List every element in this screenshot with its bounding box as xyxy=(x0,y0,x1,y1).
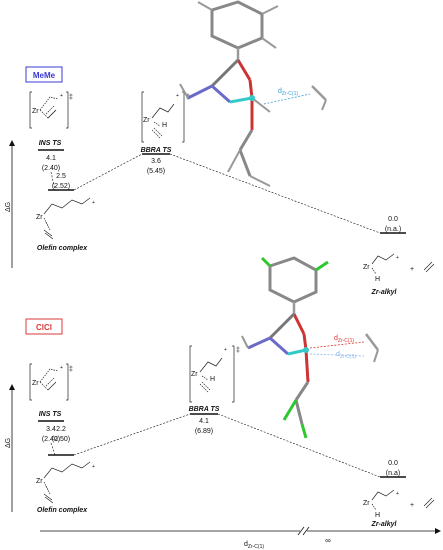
clcl-olefin-zr: Zr xyxy=(36,478,43,485)
x-axis-arrow-icon xyxy=(435,528,441,534)
meme-bbra-energy: 3.6 xyxy=(151,158,161,165)
clcl-ins-paren: (2.40) xyxy=(42,436,60,443)
meme-distance-label: dZr-C(1) xyxy=(278,88,298,97)
clcl-badge-box xyxy=(25,318,63,335)
x-axis-break-1 xyxy=(297,526,305,536)
meme-ins-ts-structure xyxy=(29,91,69,129)
meme-path-bbra-alkyl xyxy=(169,153,381,234)
meme-olefin-zr: Zr xyxy=(36,214,43,221)
meme-bbra-zr: Zr xyxy=(143,117,150,124)
clcl-ins-zr: Zr xyxy=(32,380,39,387)
clcl-distance-label-2: dZr-C(1) xyxy=(336,351,356,360)
meme-ins-plus: + xyxy=(60,93,63,99)
meme-olefin-energy: 2.5 xyxy=(56,173,66,180)
clcl-path-ins-olefin xyxy=(50,442,56,456)
meme-alkyl-energy: 0.0 xyxy=(388,216,398,223)
clcl-alkyl-structure xyxy=(371,489,435,511)
clcl-ins-plus: + xyxy=(60,365,63,371)
meme-ins-energy: 4.1 xyxy=(46,155,56,162)
clcl-alkyl-paren: (n.a) xyxy=(386,470,400,477)
clcl-ins-label: INS TS xyxy=(39,411,62,418)
clcl-bbra-dagger: ‡ xyxy=(236,347,240,354)
clcl-path-olefin-bbra xyxy=(73,413,191,456)
clcl-alkyl-h: H xyxy=(375,512,380,519)
panel-meme: MeMe ΔG Zr ‡ + INS TS 4.1 (2.40) 2.5 (2.… xyxy=(5,0,435,296)
clcl-bbra-energy: 4.1 xyxy=(199,418,209,425)
clcl-bbra-label: BBRA TS xyxy=(189,406,220,413)
clcl-alkyl-plus-sup: + xyxy=(396,491,399,497)
meme-olefin-paren: (2.52) xyxy=(52,183,70,190)
clcl-alkyl-energy: 0.0 xyxy=(388,460,398,467)
meme-ins-dagger: ‡ xyxy=(69,94,73,101)
meme-bbra-paren: (5.45) xyxy=(147,168,165,175)
clcl-bbra-plus: + xyxy=(224,347,227,353)
clcl-molecule-render xyxy=(241,256,379,439)
clcl-bbra-structure xyxy=(189,345,235,403)
meme-bbra-structure xyxy=(141,91,185,143)
meme-alkyl-zr: Zr xyxy=(363,264,370,271)
clcl-ins-dagger: ‡ xyxy=(69,366,73,373)
clcl-olefin-structure xyxy=(43,461,91,504)
meme-ins-label: INS TS xyxy=(39,140,62,147)
clcl-alkyl-label: Zr-alkyl xyxy=(371,521,398,528)
clcl-olefin-plus: + xyxy=(92,464,95,470)
panel-clcl: ClCl ΔG Zr ‡ + INS TS 3.4 (2.40) 2.2 (2.… xyxy=(5,256,435,528)
clcl-y-axis-label: ΔG xyxy=(5,438,12,448)
meme-y-axis-label: ΔG xyxy=(5,202,12,212)
clcl-ins-ts-structure xyxy=(29,363,69,401)
clcl-ins-energy: 3.4 xyxy=(46,426,56,433)
clcl-y-axis-arrow-icon xyxy=(9,384,15,390)
clcl-bbra-paren: (6.89) xyxy=(195,428,213,435)
clcl-bbra-h: H xyxy=(210,376,215,383)
meme-bbra-plus: + xyxy=(176,93,179,99)
meme-olefin-structure xyxy=(43,197,91,240)
meme-y-axis-arrow-icon xyxy=(9,140,15,146)
meme-alkyl-plus-sup: + xyxy=(396,255,399,261)
meme-alkyl-plus: + xyxy=(410,266,414,273)
meme-badge-box xyxy=(25,66,63,83)
clcl-olefin-paren: (2.50) xyxy=(52,436,70,443)
meme-path-olefin-bbra xyxy=(73,153,143,191)
x-axis: ∞ dZr-C(1) xyxy=(40,526,441,550)
x-axis-break-2 xyxy=(302,526,310,536)
x-axis-end-label: ∞ xyxy=(325,536,331,545)
meme-molecule-render xyxy=(179,0,327,187)
meme-badge: MeMe xyxy=(33,71,56,80)
meme-bbra-h: H xyxy=(162,122,167,129)
meme-ins-paren: (2.40) xyxy=(42,165,60,172)
meme-olefin-label: Olefin complex xyxy=(37,245,88,252)
meme-ins-zr: Zr xyxy=(32,108,39,115)
x-axis-label: dZr-C(1) xyxy=(244,541,264,550)
meme-bbra-label: BBRA TS xyxy=(141,147,172,154)
clcl-olefin-energy: 2.2 xyxy=(56,426,66,433)
meme-path-ins-olefin xyxy=(50,171,56,191)
meme-olefin-plus: + xyxy=(92,200,95,206)
clcl-alkyl-plus: + xyxy=(410,502,414,509)
clcl-distance-label-1: dZr-C(1) xyxy=(334,335,354,344)
clcl-bbra-zr: Zr xyxy=(191,371,198,378)
meme-alkyl-structure xyxy=(371,253,435,275)
clcl-badge: ClCl xyxy=(36,323,52,332)
clcl-olefin-label: Olefin complex xyxy=(37,507,88,514)
meme-alkyl-h: H xyxy=(375,276,380,283)
meme-alkyl-paren: (n.a.) xyxy=(385,226,401,233)
clcl-path-bbra-alkyl xyxy=(217,413,381,478)
clcl-alkyl-zr: Zr xyxy=(363,500,370,507)
meme-alkyl-label: Zr-alkyl xyxy=(371,289,398,296)
